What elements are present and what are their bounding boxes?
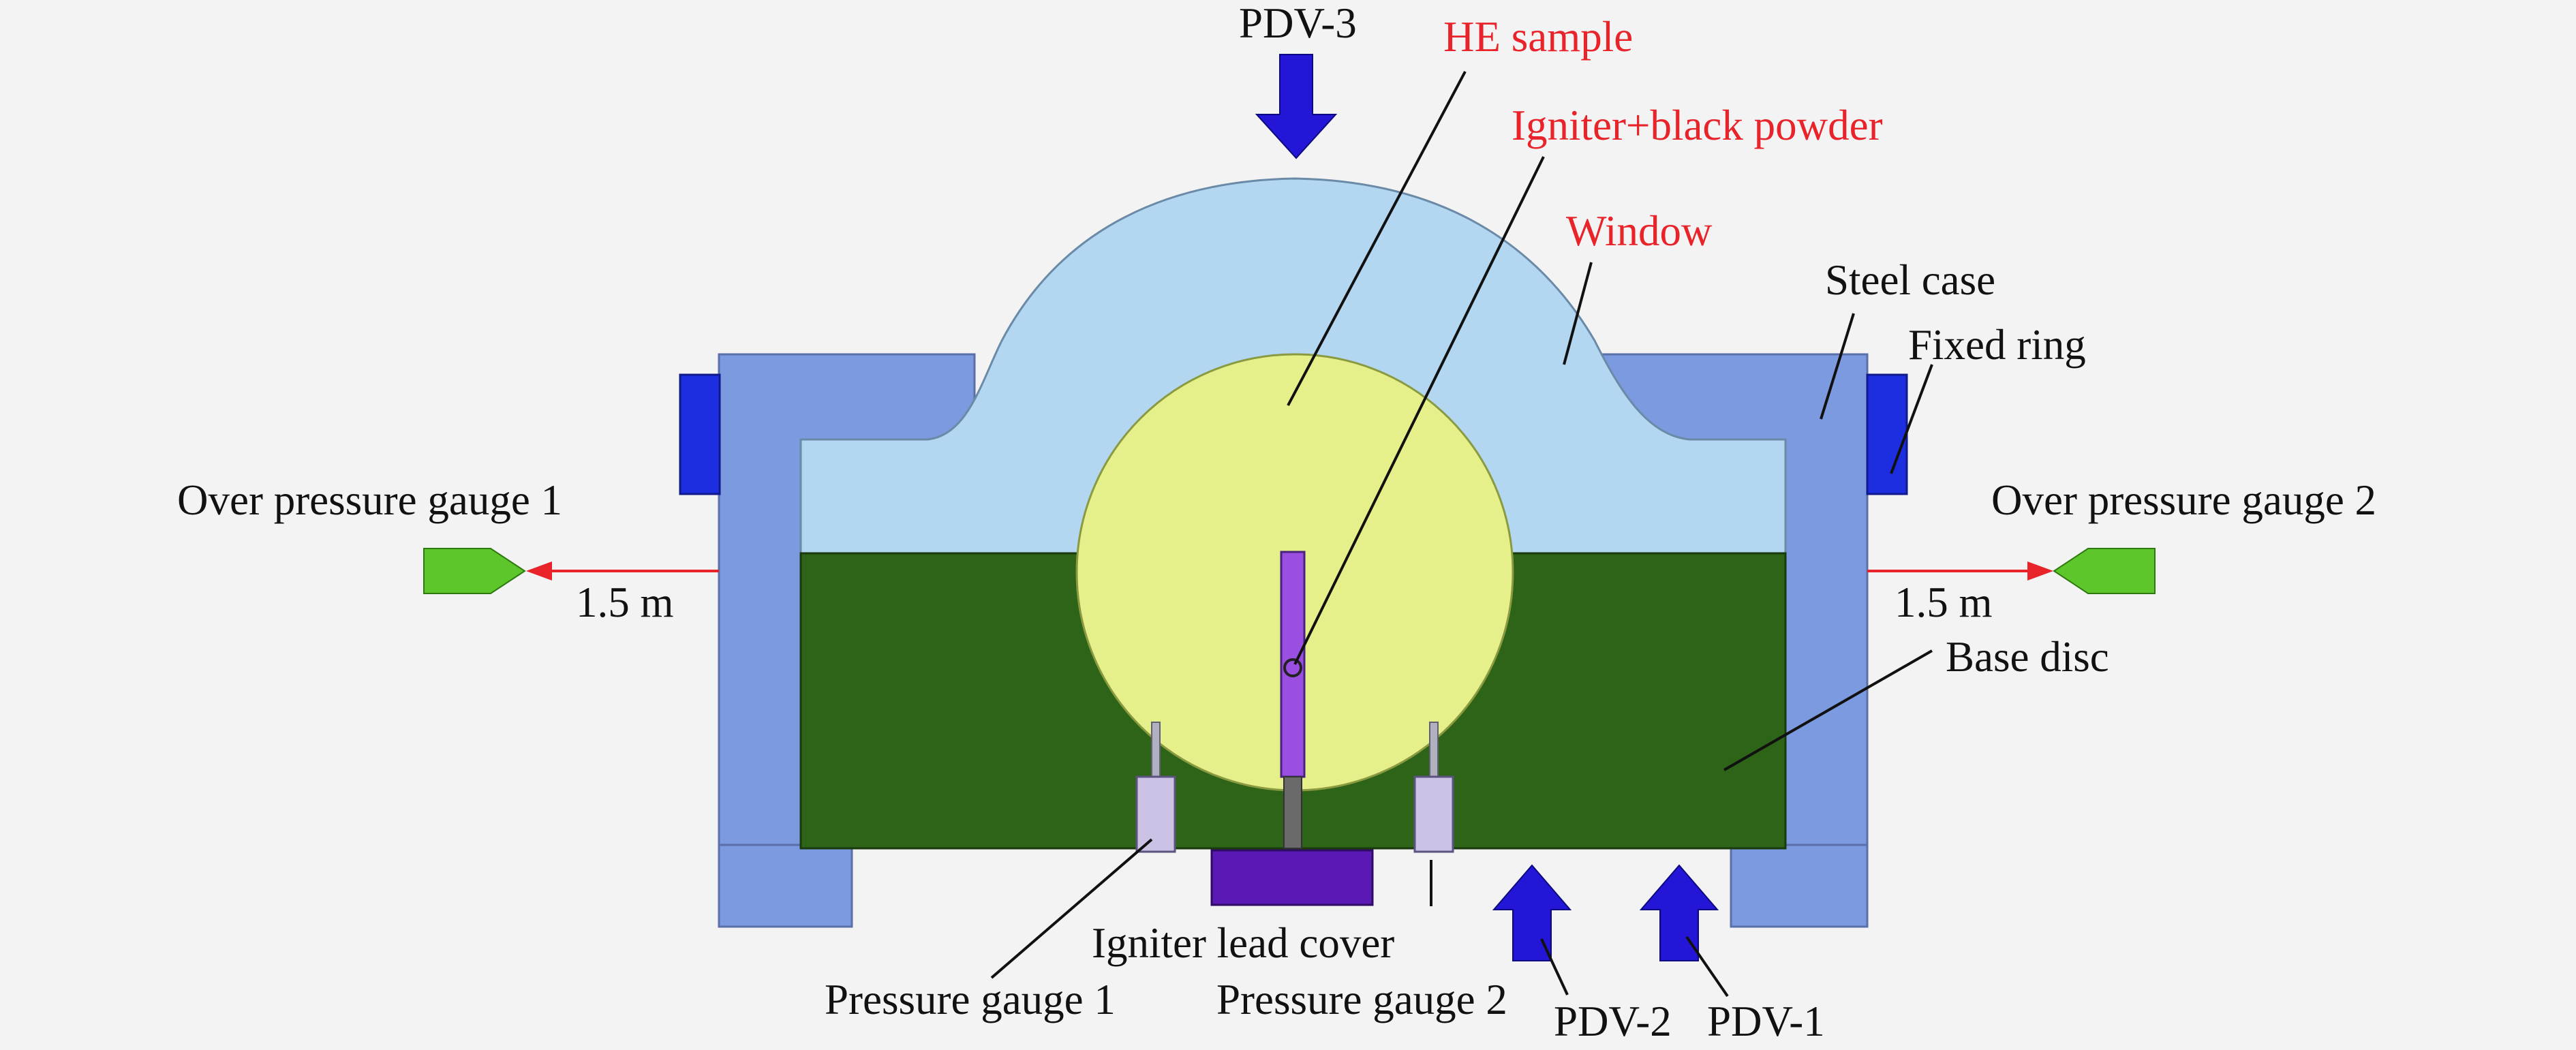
- pressure-gauge-2-stem: [1429, 722, 1439, 777]
- leader-fixed-ring: [1890, 364, 1933, 474]
- label-igniter: Igniter+black powder: [1512, 102, 1883, 149]
- label-steel-case: Steel case: [1825, 256, 1995, 304]
- label-base-disc: Base disc: [1946, 633, 2109, 681]
- fixed-ring-left: [679, 373, 721, 495]
- over-pressure-gauge-2-shape: [2053, 548, 2156, 594]
- label-window: Window: [1566, 207, 1713, 255]
- steel-case-bottom-right: [1730, 844, 1869, 928]
- distance-arrow-left-head: [526, 561, 552, 581]
- leader-base-disc: [1723, 649, 1933, 771]
- leader-he-sample: [1287, 71, 1467, 406]
- black-powder-marker: [1283, 658, 1302, 677]
- leader-window: [1563, 262, 1593, 365]
- leader-igniter: [1293, 156, 1545, 665]
- pdv-3-arrow: [1255, 54, 1338, 159]
- label-pdv-3: PDV-3: [1239, 0, 1357, 47]
- pressure-gauge-2-body: [1413, 775, 1454, 853]
- label-pressure-gauge-2: Pressure gauge 2: [1216, 976, 1507, 1023]
- label-pdv-1: PDV-1: [1707, 998, 1825, 1045]
- label-pdv-2: PDV-2: [1554, 998, 1672, 1045]
- steel-case-bottom-left: [718, 844, 853, 928]
- label-distance-right: 1.5 m: [1895, 578, 1993, 626]
- leader-lines: [990, 71, 1933, 998]
- pressure-gauge-1-body: [1135, 775, 1176, 853]
- leader-steel-case: [1820, 313, 1855, 420]
- distance-arrow-right-head: [2027, 561, 2053, 581]
- over-pressure-gauge-1-shape: [423, 548, 526, 594]
- label-distance-left: 1.5 m: [576, 578, 674, 626]
- label-pressure-gauge-1: Pressure gauge 1: [825, 976, 1116, 1023]
- leader-pdv-1: [1685, 936, 1729, 998]
- pdv-2-arrow: [1492, 864, 1572, 961]
- leader-pdv-2: [1540, 938, 1569, 995]
- pressure-gauge-1-stem: [1151, 722, 1161, 777]
- fixed-ring-right: [1866, 373, 1908, 495]
- label-he-sample: HE sample: [1443, 13, 1633, 61]
- label-igniter-lead-cover: Igniter lead cover: [1092, 919, 1394, 967]
- pdv-1-arrow: [1639, 864, 1719, 961]
- label-over-pressure-gauge-2: Over pressure gauge 2: [1991, 476, 2376, 524]
- igniter-lead: [1283, 776, 1302, 849]
- label-over-pressure-gauge-1: Over pressure gauge 1: [177, 476, 562, 524]
- igniter-lead-cover: [1210, 849, 1374, 906]
- leader-pressure-gauge-1: [990, 838, 1153, 979]
- label-fixed-ring: Fixed ring: [1908, 321, 2086, 369]
